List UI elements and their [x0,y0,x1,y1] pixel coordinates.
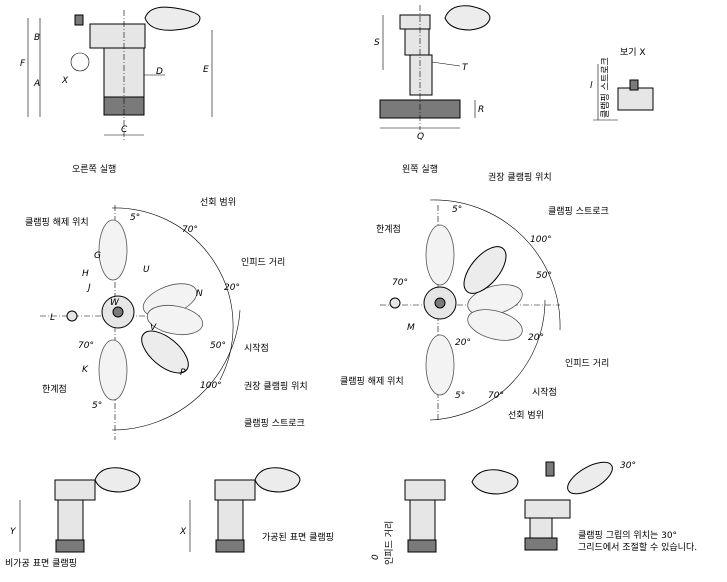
svg-text:100°: 100° [200,381,222,391]
detail-circle [70,52,90,72]
svg-text:0: 0 [371,554,381,560]
svg-text:V: V [150,323,157,333]
svg-text:P: P [180,368,186,378]
svg-text:X: X [179,527,187,537]
handle-right [141,330,189,374]
svg-text:H: H [82,269,89,279]
svg-text:W: W [110,298,120,308]
infeed-clamp: 0 인피드 거리 [371,469,519,565]
infeed-label-right: 인피드 거리 [241,257,285,268]
side-neck [404,28,430,56]
machined-label: 가공된 표면 클램핑 [262,531,334,543]
clamp-head [89,23,146,49]
stroke-arc-right [111,309,241,431]
right-action-diagram: 오른쪽 실행 클램핑 해제 위치 선회 범위 인피드 거리 시작점 권장 클램핑… [25,163,308,440]
ghost-left-bottom [425,334,455,396]
dim-S: S [374,38,380,48]
side-body [409,54,433,96]
infeed-zero-label: 인피드 거리 [384,521,395,565]
handle-left [463,246,507,294]
grip-adjust: 30° 클램핑 그립의 위치는 30° 그리드에서 조절할 수 있습니다. [524,461,697,553]
dim-A: A [33,79,40,89]
dim-Q: Q [417,132,424,142]
svg-text:M: M [407,323,415,333]
svg-text:J: J [86,283,91,293]
right-action-title: 오른쪽 실행 [72,163,116,175]
grip-adjust-label-2: 그리드에서 조절할 수 있습니다. [578,541,697,553]
svg-text:L: L [50,313,55,323]
svg-text:5°: 5° [452,205,462,215]
clamp-handle [144,6,201,31]
svg-text:5°: 5° [455,391,465,401]
svg-text:5°: 5° [130,213,140,223]
side-handle [444,5,491,31]
view-x-part [617,87,654,111]
limit-label-right: 한계점 [42,383,67,395]
svg-text:30°: 30° [620,461,636,471]
dim-F: F [20,59,26,69]
svg-text:U: U [143,265,150,275]
ghost-left-top [425,224,455,286]
svg-text:G: G [94,251,101,261]
dim-R: R [478,105,484,115]
svg-text:20°: 20° [224,283,240,293]
svg-text:Y: Y [10,527,17,537]
start-point-label-left: 시작점 [532,386,557,398]
svg-text:70°: 70° [392,278,408,288]
svg-text:K: K [82,365,89,375]
dim-D: D [156,67,163,77]
left-action-title: 왼쪽 실행 [402,163,438,175]
ghost-handle-bottom [98,339,128,401]
view-x-title: 보기 X [620,47,646,58]
svg-text:50°: 50° [210,341,226,351]
dim-l: l [590,81,593,91]
infeed-label-left: 인피드 거리 [565,358,609,369]
svg-text:100°: 100° [530,235,552,245]
ghost-handle-mid2 [146,304,204,336]
swing-range-label-right: 선회 범위 [200,197,236,208]
svg-text:N: N [196,289,203,299]
limit-label-left: 한계점 [376,223,401,235]
dim-T: T [462,63,469,73]
side-head [399,14,431,30]
svg-text:70°: 70° [78,341,94,351]
swing-arc-left [429,299,546,421]
unclamp-label-right: 클램핑 해제 위치 [25,216,89,228]
svg-text:20°: 20° [528,333,544,343]
svg-text:70°: 70° [182,225,198,235]
recommended-label-right: 권장 클램핑 위치 [244,380,308,392]
clamp-screw [74,14,84,26]
front-view: F B A X D E C [20,6,213,140]
dim-E: E [203,65,209,75]
swing-arc-right [111,207,234,381]
view-x: 보기 X l 클램핑 스트로크 [590,47,654,121]
stroke-label-left: 클램핑 스트로크 [548,205,609,217]
unclamp-label-left: 클램핑 해제 위치 [340,375,404,387]
svg-text:70°: 70° [488,391,504,401]
view-x-knob [629,79,639,91]
unmachined-clamp: Y 비가공 표면 클램핑 [5,467,141,569]
grip-adjust-label-1: 클램핑 그립의 위치는 30° [578,529,677,541]
dim-B: B [34,33,40,43]
side-view: S T Q R [374,5,491,142]
svg-text:20°: 20° [455,338,471,348]
ghost-handle-top [98,219,128,281]
machined-clamp: X 가공된 표면 클램핑 [179,467,334,553]
recommended-label-left-1: 권장 클램핑 위치 [488,171,552,183]
start-point-label-right: 시작점 [244,342,269,354]
unmachined-label: 비가공 표면 클램핑 [5,557,77,569]
stroke-arc-left [429,199,561,331]
view-x-side-label: 클램핑 스트로크 [599,57,611,118]
dim-X: X [61,76,69,86]
stroke-label-right: 클램핑 스트로크 [244,417,305,429]
svg-text:5°: 5° [92,401,102,411]
left-action-diagram: 왼쪽 실행 권장 클램핑 위치 클램핑 스트로크 한계점 인피드 거리 클램핑 … [340,163,609,421]
dim-C: C [121,125,128,135]
swing-range-label-left: 선회 범위 [508,410,544,421]
svg-text:50°: 50° [536,271,552,281]
